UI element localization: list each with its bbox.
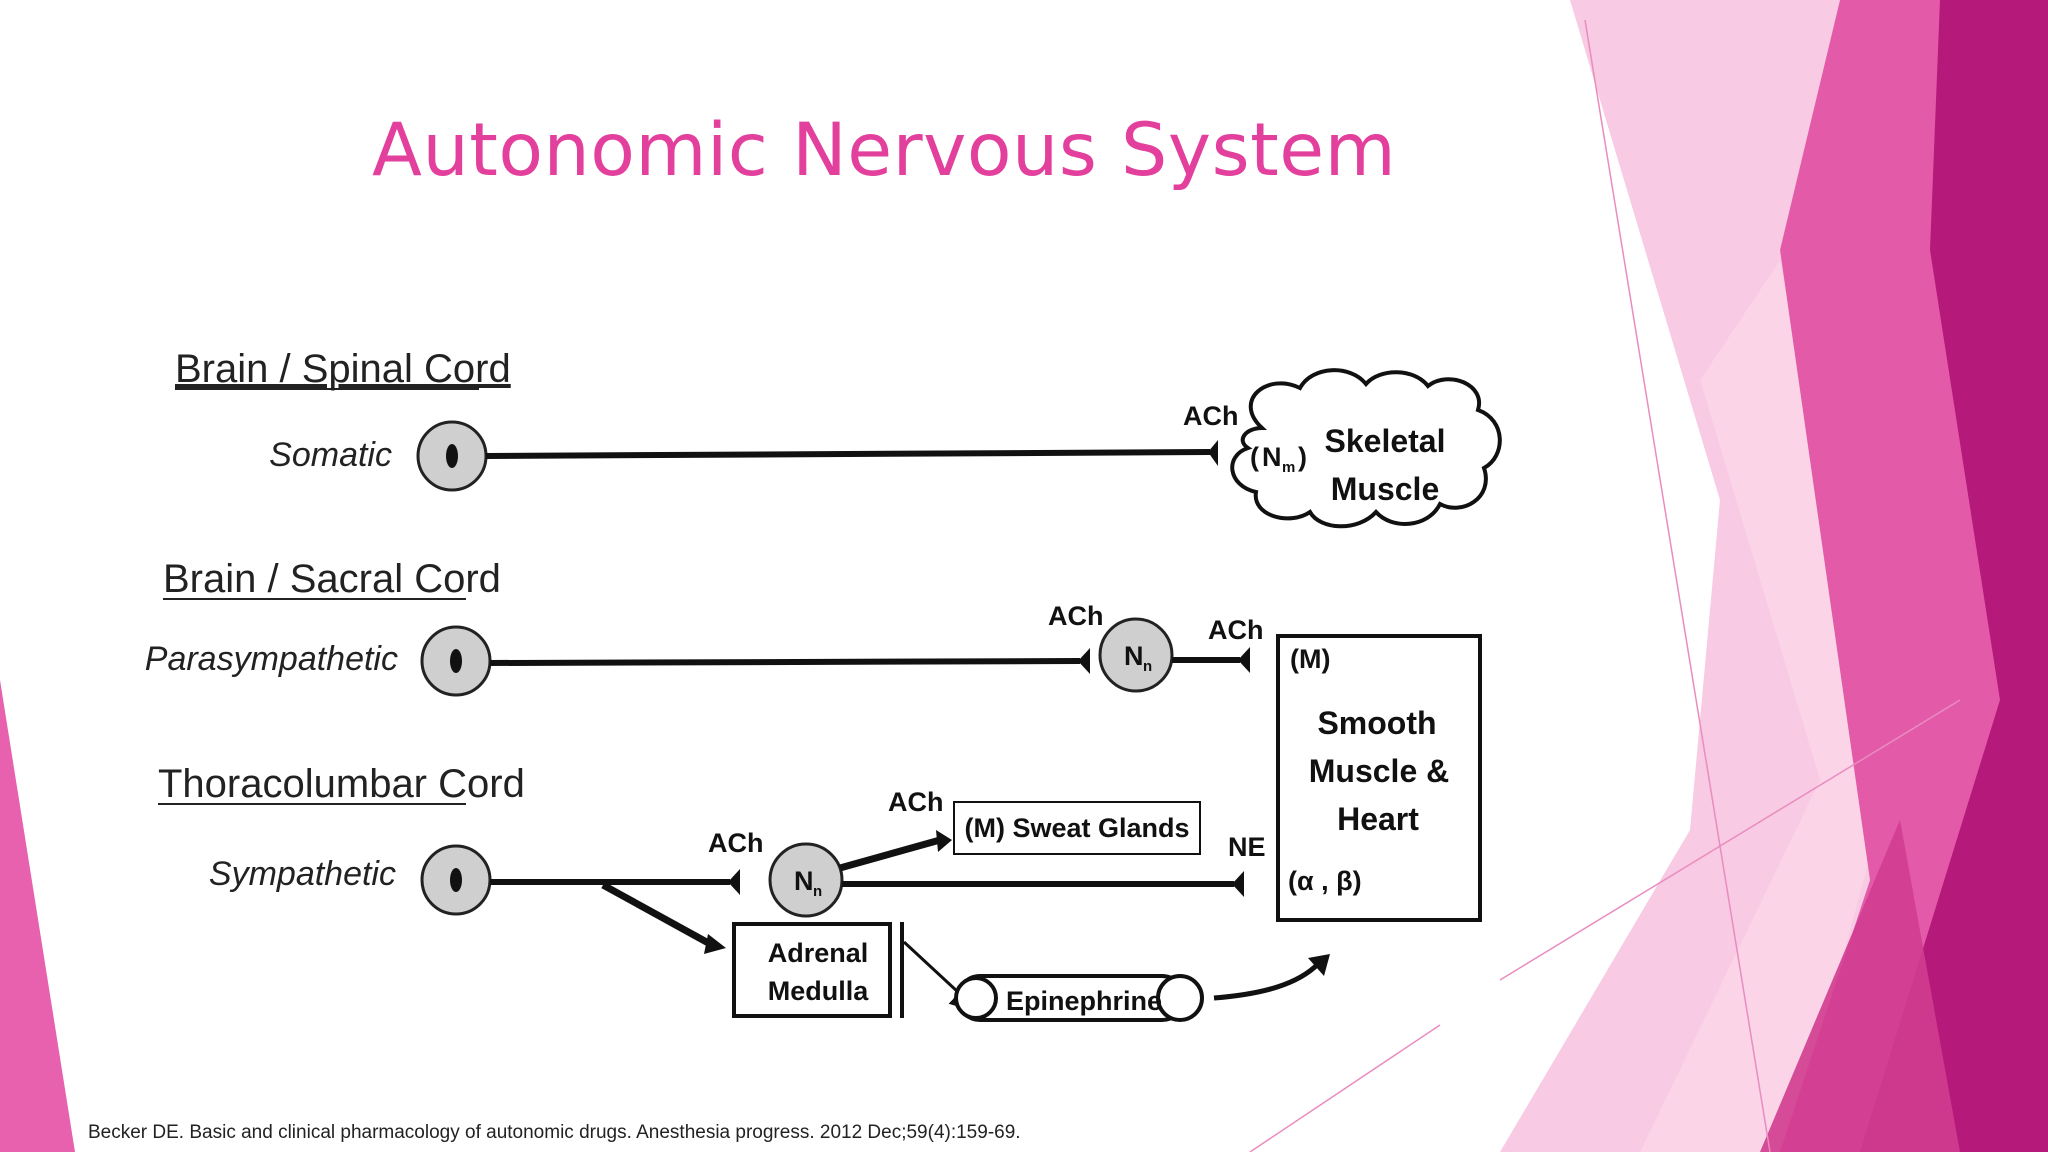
target-receptor-alpha-beta: (α , β) xyxy=(1288,866,1362,896)
svg-text:N: N xyxy=(1124,641,1144,671)
decor-thin-line-1 xyxy=(1584,19,1771,1152)
somatic-header: Brain / Spinal Cord xyxy=(175,347,511,391)
sympathetic-target-terminal xyxy=(1232,871,1244,897)
sweat-glands-box xyxy=(953,801,1201,855)
right-decor-dark-band xyxy=(1860,0,2048,1152)
sympathetic-pre-neurotransmitter: ACh xyxy=(708,828,764,858)
target-box-line1: Smooth xyxy=(1317,705,1436,741)
somatic-label: Somatic xyxy=(269,436,392,474)
left-decor-band xyxy=(0,680,75,1152)
somatic-synapse-terminal xyxy=(1208,440,1218,466)
somatic-neuron-body xyxy=(416,420,488,492)
somatic-neurotransmitter: ACh xyxy=(1183,401,1239,431)
sympathetic-ganglion-terminal xyxy=(728,869,740,895)
epinephrine-label: Epinephrine xyxy=(1006,986,1162,1016)
svg-text:): ) xyxy=(1298,442,1307,472)
slide-title: Autonomic Nervous System xyxy=(372,108,1397,193)
parasympathetic-neuron-body xyxy=(420,625,492,697)
svg-text:n: n xyxy=(813,883,822,900)
sympathetic-sweat-neurotransmitter: ACh xyxy=(888,787,944,817)
svg-text:N: N xyxy=(794,866,814,896)
sympathetic-ganglion: N n xyxy=(768,842,844,918)
parasympathetic-preganglionic-axon xyxy=(489,658,1081,666)
skeletal-muscle-line1: Skeletal xyxy=(1325,423,1446,459)
decor-thin-line-2 xyxy=(1499,699,1961,981)
sympathetic-neuron-body xyxy=(420,844,492,916)
svg-text:N: N xyxy=(1262,442,1282,472)
smooth-muscle-heart-box xyxy=(1276,634,1482,922)
sympathetic-header: Thoracolumbar Cord xyxy=(158,762,525,806)
somatic-receptor-label: ( N m ) xyxy=(1250,442,1307,476)
parasympathetic-ganglion-terminal xyxy=(1078,648,1090,674)
adrenal-medulla-line2: Medulla xyxy=(768,976,869,1006)
target-box-line2: Muscle & xyxy=(1309,753,1449,789)
epinephrine-blood-vessel xyxy=(954,974,1204,1022)
sympathetic-sweat-branch xyxy=(839,836,941,872)
adrenal-branch-terminal xyxy=(704,934,726,954)
epinephrine-to-target-arrow xyxy=(1213,962,1320,1001)
parasympathetic-post-neurotransmitter: ACh xyxy=(1208,615,1264,645)
parasympathetic-header: Brain / Sacral Cord xyxy=(163,557,501,601)
epinephrine-arrowhead xyxy=(1308,954,1330,976)
sympathetic-post-neurotransmitter: NE xyxy=(1228,832,1266,862)
target-box-line3: Heart xyxy=(1337,801,1419,837)
target-receptor-m: (M) xyxy=(1290,644,1330,674)
parasympathetic-label: Parasympathetic xyxy=(145,640,398,678)
somatic-axon xyxy=(485,449,1211,459)
right-decor-pale-band xyxy=(1640,260,1880,1152)
svg-text:n: n xyxy=(1143,658,1152,675)
skeletal-muscle-cloud xyxy=(1230,368,1502,529)
adrenal-medulla-box xyxy=(732,922,892,1018)
svg-text:(: ( xyxy=(1250,442,1259,472)
sweat-glands-label: (M) Sweat Glands xyxy=(964,813,1189,843)
sympathetic-adrenal-branch xyxy=(601,881,714,949)
sympathetic-label: Sympathetic xyxy=(209,855,396,893)
citation-reference: Becker DE. Basic and clinical pharmacolo… xyxy=(88,1122,1021,1143)
right-decor-accent-band xyxy=(1760,820,1960,1152)
skeletal-muscle-line2: Muscle xyxy=(1331,471,1439,507)
adrenal-medulla-line1: Adrenal xyxy=(768,938,869,968)
parasympathetic-pre-neurotransmitter: ACh xyxy=(1048,601,1104,631)
parasympathetic-target-terminal xyxy=(1238,647,1250,673)
svg-text:m: m xyxy=(1282,459,1295,476)
decor-thin-line-3 xyxy=(1249,1024,1441,1152)
sweat-branch-terminal xyxy=(936,830,952,852)
parasympathetic-ganglion: N n xyxy=(1098,617,1174,693)
